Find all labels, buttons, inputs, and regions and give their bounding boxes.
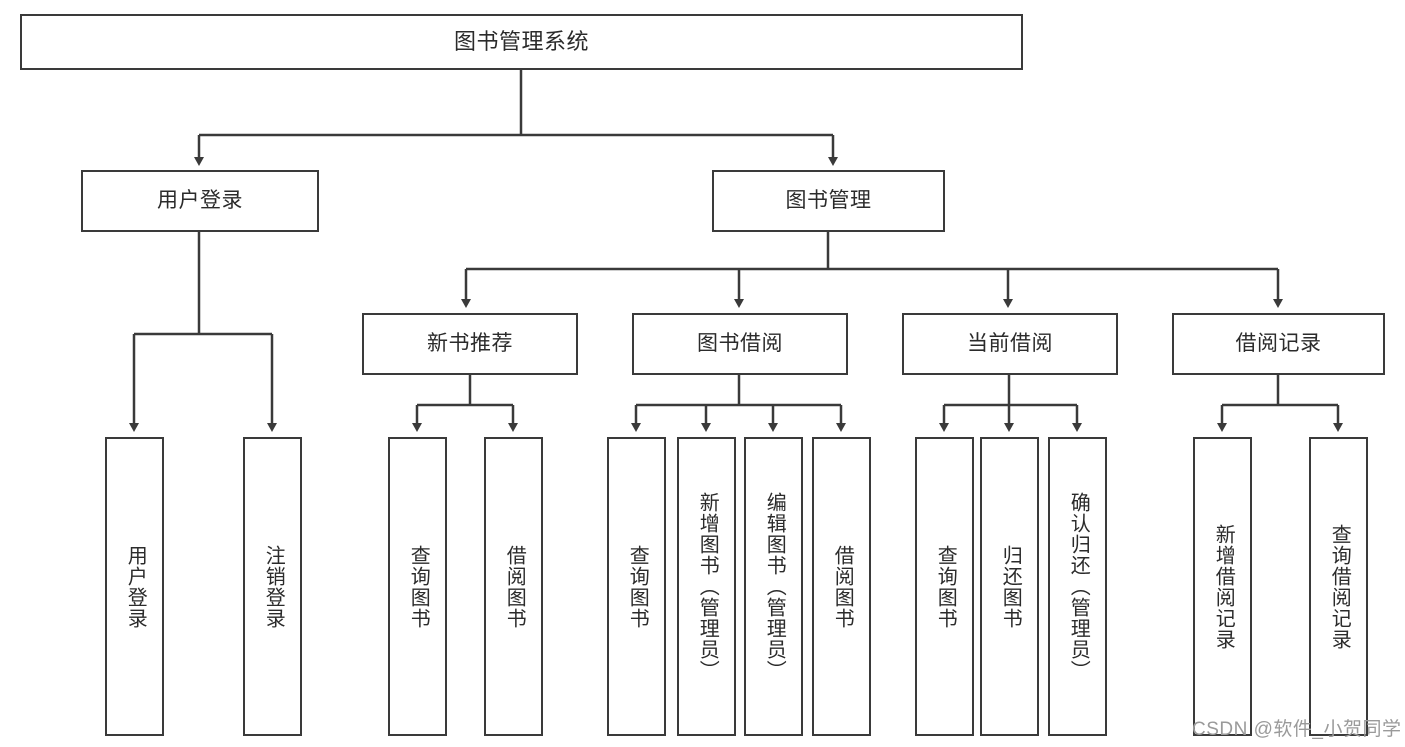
leaf-confirm-return-admin[interactable]: 确认归还（管理员）: [1048, 437, 1107, 736]
leaf-logout-login[interactable]: 注销登录: [243, 437, 302, 736]
node-user-login[interactable]: 用户登录: [81, 170, 319, 232]
leaf-borrow-book-new-rec[interactable]: 借阅图书: [484, 437, 543, 736]
leaf-add-borrow-record[interactable]: 新增借阅记录: [1193, 437, 1252, 736]
node-book-borrow[interactable]: 图书借阅: [632, 313, 848, 375]
leaf-return-book[interactable]: 归还图书: [980, 437, 1039, 736]
node-current-borrow[interactable]: 当前借阅: [902, 313, 1118, 375]
node-new-book-recommend[interactable]: 新书推荐: [362, 313, 578, 375]
leaf-query-book-borrow[interactable]: 查询图书: [607, 437, 666, 736]
leaf-edit-book-admin[interactable]: 编辑图书（管理员）: [744, 437, 803, 736]
leaf-query-borrow-record[interactable]: 查询借阅记录: [1309, 437, 1368, 736]
node-book-management[interactable]: 图书管理: [712, 170, 945, 232]
leaf-query-book-current[interactable]: 查询图书: [915, 437, 974, 736]
watermark-label: CSDN @软件_小贺同学: [1192, 719, 1402, 740]
leaf-query-book-new-rec[interactable]: 查询图书: [388, 437, 447, 736]
node-root-system[interactable]: 图书管理系统: [20, 14, 1023, 70]
node-borrow-record[interactable]: 借阅记录: [1172, 313, 1385, 375]
leaf-borrow-book-borrow[interactable]: 借阅图书: [812, 437, 871, 736]
leaf-add-book-admin[interactable]: 新增图书（管理员）: [677, 437, 736, 736]
leaf-user-login[interactable]: 用户登录: [105, 437, 164, 736]
